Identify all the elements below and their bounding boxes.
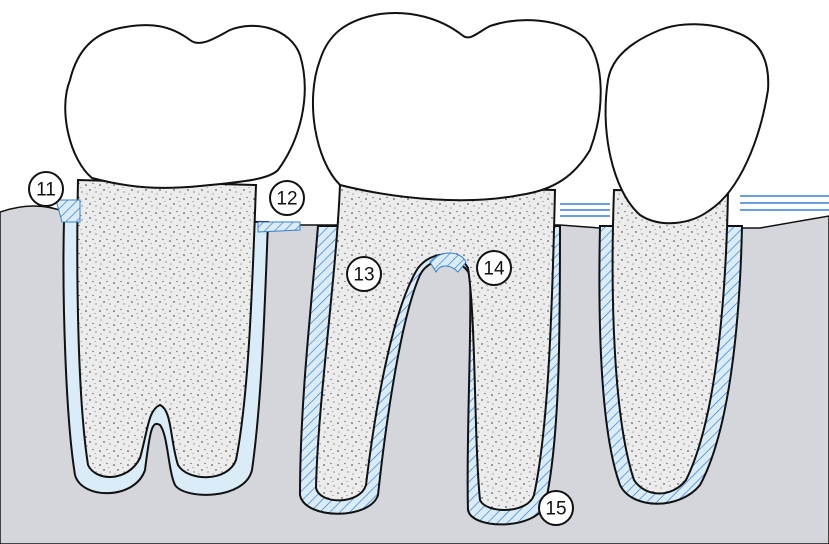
label-13: 13	[346, 256, 382, 292]
cervical-fibers-left	[55, 199, 81, 223]
label-15: 15	[538, 490, 574, 526]
transseptal-fibers	[560, 195, 829, 217]
label-14: 14	[476, 250, 512, 286]
svg-text:15: 15	[545, 499, 566, 520]
svg-text:13: 13	[353, 265, 374, 286]
root-left	[76, 178, 258, 479]
cervical-fibers-left-right	[257, 221, 301, 233]
svg-text:11: 11	[36, 180, 56, 201]
crown-right	[604, 23, 770, 225]
root-right	[611, 188, 730, 495]
svg-text:12: 12	[276, 189, 297, 210]
tooth-left	[55, 24, 306, 496]
label-11: 11	[28, 171, 64, 207]
crown-left	[64, 24, 306, 189]
crown-middle	[311, 12, 602, 202]
interradicular-fibers	[429, 252, 467, 274]
label-12: 12	[269, 180, 305, 216]
tooth-right	[560, 23, 829, 505]
svg-text:14: 14	[483, 259, 505, 280]
